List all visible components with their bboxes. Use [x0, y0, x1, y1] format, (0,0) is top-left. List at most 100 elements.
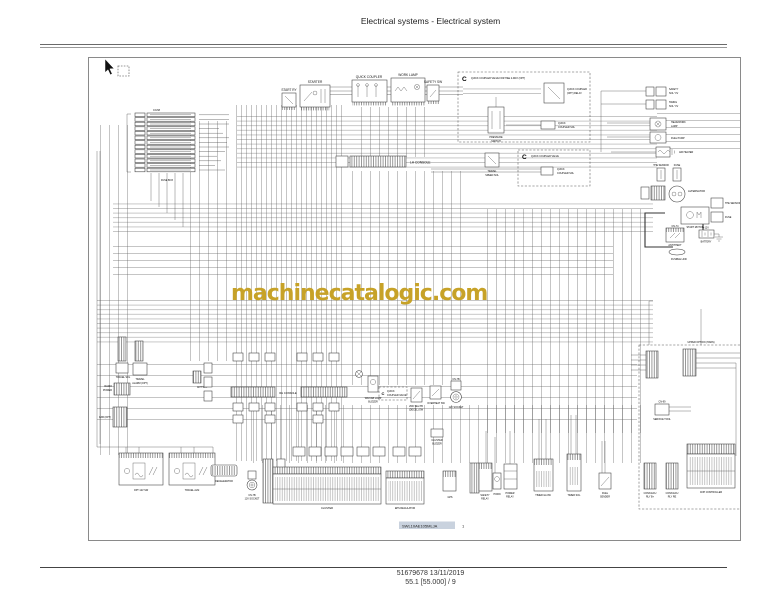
- head-work-lamp-label: HEAD/WORK: [671, 121, 686, 124]
- alternator-label: ALTERNATOR: [688, 189, 705, 193]
- doc-number: 51679678: [396, 570, 428, 577]
- work-lamp-label: WORK LAMP: [398, 73, 417, 77]
- air-heater-component: AIR HEATER: [655, 146, 693, 158]
- overheat-switch-component: OVERHEAT SW: [427, 385, 445, 405]
- svg-text:RELAY: RELAY: [481, 498, 489, 501]
- svg-text:(OPT) RELAY: (OPT) RELAY: [567, 92, 582, 95]
- power-relay-component: POWER RELAY: [503, 463, 518, 499]
- qc-valve-opt-title: QUICK COUPLER VALVE FOR H&E 2-WAY (OPT): [471, 77, 525, 80]
- quick-coupler-component: QUICK COUPLER: [351, 75, 388, 106]
- lh-console-label: LH CONSOLE: [410, 161, 431, 165]
- fuel-pump-label: FUEL PUMP: [671, 137, 685, 140]
- power-relay-label: POWER: [505, 492, 514, 495]
- fuse-panel-connector-id: CN-58: [153, 109, 161, 112]
- footer-doc-line: 51679678 13/11/2019: [104, 570, 757, 579]
- battery-voltage: +12V: [703, 227, 709, 230]
- work-lamp-component: WORK LAMP: [390, 73, 426, 106]
- start-motor-label: START MOTOR: [686, 226, 703, 229]
- sheet-reference: SWL10AE105MLJA 1: [399, 521, 465, 529]
- qc-valve-title: QUICK COUPLER VALVE: [531, 155, 559, 158]
- svg-text:COUPLER SOL: COUPLER SOL: [558, 126, 576, 129]
- opt-12v-switch-component: OPT 12V SW: [118, 452, 164, 492]
- service-tool-connector-id: CN-99: [659, 401, 667, 404]
- fuse-rows: [134, 112, 229, 173]
- svg-text:QUICK: QUICK: [387, 390, 395, 393]
- ant-spk-connector: ANT SPK: [192, 370, 208, 389]
- timer-sol-component: TIMER SOL: [566, 453, 582, 497]
- upper-option-box: UPPER OPTION (HARN) CN-99 SERVICE TOOL C…: [631, 341, 740, 510]
- svg-text:(DECEL) SW: (DECEL) SW: [409, 409, 424, 412]
- eps-regulator-label: EPS REGULATOR: [395, 507, 415, 510]
- fuel-sender-label: FUEL: [602, 492, 609, 495]
- svg-text:RLY B+: RLY B+: [646, 496, 655, 499]
- fuse-box-label: FUSE BOX: [161, 179, 173, 182]
- pressure-switch-label: PRESSURE: [489, 136, 503, 139]
- svg-text:12V SOCKET: 12V SOCKET: [245, 498, 260, 501]
- safety-sol-component: SAFETY SOL Y/V: [645, 86, 679, 97]
- svg-text:POWER: POWER: [103, 389, 112, 392]
- start-relay-component: START RY: [281, 88, 298, 110]
- travel-alarm-opt-label: TRAVEL: [135, 378, 145, 381]
- wk-cab-lamp-buzzer-label: WK/CAB LAMP: [365, 397, 382, 400]
- watermark: machinecatalogic.com: [231, 281, 488, 306]
- cluster-buzzer-label: CLUSTER: [431, 439, 442, 442]
- svg-text:SENDER: SENDER: [600, 496, 610, 499]
- start-motor-component: START MOTOR: [680, 206, 710, 229]
- start-relay-label: START RY: [281, 88, 297, 92]
- safety-relay-label: SAFETY: [480, 494, 490, 497]
- footer-rule: [40, 567, 727, 568]
- svg-text:CN-7B: CN-7B: [248, 494, 256, 497]
- mid-connector-stacks: [232, 352, 340, 424]
- wire-mesh: [95, 85, 740, 463]
- horn-label: HORN: [493, 493, 500, 496]
- svg-text:FUSE: FUSE: [674, 164, 681, 167]
- cab-opt-label: CAB (OPT): [99, 416, 111, 419]
- safety-switch-label: SAFETY SW: [424, 80, 442, 84]
- head-work-lamp-component: HEAD/WORK LAMP: [649, 117, 686, 131]
- travel-sol-component: TRAVEL SOL: [115, 336, 131, 379]
- fuse2-component: FUSE: [710, 211, 732, 223]
- socket-12v-lower-component: CN-7B 12V SOCKET: [245, 470, 260, 501]
- timer-sol-label: TIMER SOL: [568, 494, 582, 497]
- travel-alarm-component: TRAVEL ALM: [168, 452, 216, 492]
- svg-text:SWITCH: SWITCH: [491, 140, 501, 143]
- travel-speed-sol-label: TRAVEL: [487, 170, 497, 173]
- timer-glow-label: TIMER GLOW: [535, 494, 551, 497]
- cluster-buzzer-component: CLUSTER BUZZER: [430, 428, 444, 446]
- qc-sol-label: QUICK: [558, 122, 566, 125]
- ant-spk-label: ANT SPK: [197, 386, 208, 389]
- svg-text:SPEED SOL: SPEED SOL: [485, 174, 499, 177]
- thermo-sensor-fuse-pair: THE SENSOR FUSE: [653, 164, 682, 182]
- swing-sol-label: SWING: [669, 101, 677, 104]
- svg-text:RELAY: RELAY: [506, 496, 514, 499]
- gps-component: GPS: [442, 470, 457, 499]
- eps-regulator-component: EPS REGULATOR: [385, 470, 425, 510]
- wk-cab-lamp-buzzer-component: WK/CAB LAMP BUZZER: [365, 375, 382, 404]
- svg-text:FUSE: FUSE: [725, 216, 732, 219]
- rh-console-connector: RH CONSOLE: [230, 386, 348, 398]
- cluster-connectors-top: [292, 446, 422, 457]
- safety-sol-label: SAFETY: [669, 88, 679, 91]
- decelerator-label: DECELERATOR: [215, 480, 233, 483]
- svg-text:COUPLER VALVE: COUPLER VALVE: [387, 394, 407, 397]
- svg-text:C: C: [522, 154, 527, 161]
- quick-coupler-label: QUICK COUPLER: [356, 75, 383, 79]
- schematic-frame: CN-58 FUSE BOX START RY STAR: [88, 57, 741, 541]
- socket-12v-upper-component: CN-7B 12V SOCKET: [449, 378, 464, 409]
- safety-switch-component: SAFETY SW: [424, 80, 442, 104]
- selection-marquee: [117, 65, 130, 77]
- svg-text:SOL Y/V: SOL Y/V: [669, 92, 679, 95]
- speaker-connector: [469, 462, 480, 494]
- rh-console-label: RH CONSOLE: [279, 391, 296, 395]
- the-sensor2-component: THE SENSOR: [710, 197, 740, 209]
- svg-text:RLY RE: RLY RE: [668, 496, 677, 499]
- air-heater-label: AIR HEATER: [679, 151, 693, 154]
- cluster-component: CLUSTER: [272, 466, 382, 510]
- cluster-label: CLUSTER: [321, 506, 333, 510]
- decelerator-connector: DECELERATOR: [210, 464, 238, 483]
- lh-console-connector: LH CONSOLE: [335, 155, 431, 168]
- svg-text:CONN ECU: CONN ECU: [644, 492, 657, 495]
- upper-option-label: UPPER OPTION (HARN): [687, 341, 714, 344]
- battery-label: BATTERY: [701, 241, 712, 244]
